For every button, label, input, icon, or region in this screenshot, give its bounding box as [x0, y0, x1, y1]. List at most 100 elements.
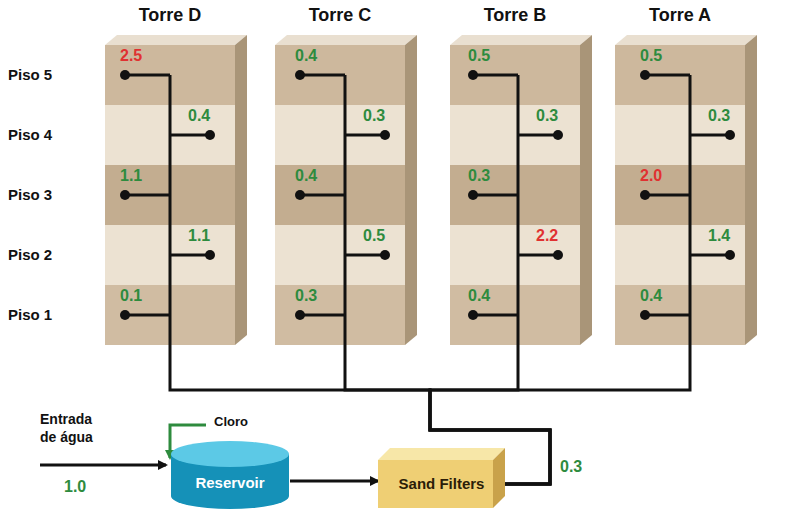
tap-dot [380, 130, 390, 140]
tower-top [615, 35, 757, 45]
chlorine-value: 0.3 [363, 107, 385, 125]
chlorine-value: 0.4 [295, 167, 317, 185]
floor-band [450, 105, 580, 165]
chlorine-value: 0.1 [120, 287, 142, 305]
tap-dot [380, 250, 390, 260]
chlorine-value: 0.5 [468, 47, 490, 65]
tap-pipe [690, 134, 730, 137]
chlorine-value: 1.1 [188, 227, 210, 245]
riser-pipe [517, 75, 520, 345]
chlorine-value: 1.1 [120, 167, 142, 185]
chlorine-value: 0.3 [708, 107, 730, 125]
chlorine-value: 0.5 [363, 227, 385, 245]
tap-dot [640, 310, 650, 320]
floor-band [615, 225, 745, 285]
floor-band [275, 225, 405, 285]
tap-pipe [518, 254, 558, 257]
floor-band [275, 45, 405, 105]
tap-dot [295, 190, 305, 200]
tap-pipe [300, 74, 345, 77]
tap-dot [553, 130, 563, 140]
floor-band [275, 105, 405, 165]
tap-dot [120, 190, 130, 200]
chlorine-value: 1.4 [708, 227, 730, 245]
chlorine-value: 0.4 [640, 287, 662, 305]
chlorine-value: 0.4 [188, 107, 210, 125]
floor-label: Piso 4 [8, 126, 52, 143]
chlorine-value: 0.4 [468, 287, 490, 305]
tap-pipe [300, 194, 345, 197]
tower-title: Torre D [105, 5, 235, 26]
tap-dot [725, 130, 735, 140]
tap-dot [205, 130, 215, 140]
tower-side [580, 35, 592, 345]
chlorine-value: 0.4 [295, 47, 317, 65]
filter-outlet-value: 0.3 [560, 458, 582, 476]
chlorine-value: 0.3 [536, 107, 558, 125]
tap-pipe [518, 134, 558, 137]
tap-pipe [690, 254, 730, 257]
tap-dot [468, 190, 478, 200]
tap-dot [120, 70, 130, 80]
floor-band [275, 285, 405, 345]
floor-band [450, 45, 580, 105]
box-front [378, 460, 493, 508]
chlorine-value: 2.5 [120, 47, 142, 65]
chlorine-value: 2.0 [640, 167, 662, 185]
tap-dot [725, 250, 735, 260]
pipe-connector [290, 480, 378, 483]
tap-dot [205, 250, 215, 260]
tower-title: Torre C [275, 5, 405, 26]
floor-band [450, 165, 580, 225]
riser-pipe [344, 75, 347, 345]
tap-pipe [170, 134, 210, 137]
tap-dot [295, 70, 305, 80]
tap-pipe [645, 194, 690, 197]
chlorine-value: 0.5 [640, 47, 662, 65]
tap-dot [295, 310, 305, 320]
tower-side [745, 35, 757, 345]
inlet-label: Entrada de água [40, 410, 112, 446]
tap-pipe [125, 314, 170, 317]
riser-pipe [169, 75, 172, 345]
sand-filter-box: Sand Filters [378, 448, 505, 508]
tower-block: Torre A [615, 5, 757, 345]
tower-side [235, 35, 247, 345]
riser-pipe [689, 75, 692, 345]
reservoir-label: Reservoir [195, 474, 264, 491]
tap-dot [468, 310, 478, 320]
chlorine-value: 2.2 [536, 227, 558, 245]
tap-dot [468, 70, 478, 80]
floor-band [615, 285, 745, 345]
tap-pipe [125, 74, 170, 77]
floor-band [450, 285, 580, 345]
tap-pipe [473, 74, 518, 77]
tower-title: Torre B [450, 5, 580, 26]
tap-pipe [345, 134, 385, 137]
floor-label: Piso 1 [8, 306, 52, 323]
tap-pipe [300, 314, 345, 317]
tap-pipe [645, 314, 690, 317]
chlorine-label: Cloro [214, 414, 248, 429]
chlorine-value: 0.3 [295, 287, 317, 305]
tap-pipe [170, 254, 210, 257]
floor-label: Piso 3 [8, 186, 52, 203]
tap-pipe [473, 314, 518, 317]
tower-title: Torre A [615, 5, 745, 26]
tap-dot [120, 310, 130, 320]
tower-top [275, 35, 417, 45]
floor-band [615, 105, 745, 165]
floor-band [275, 165, 405, 225]
chlorine-value: 0.3 [468, 167, 490, 185]
tap-dot [553, 250, 563, 260]
box-top [378, 448, 505, 460]
tap-dot [640, 70, 650, 80]
floor-label: Piso 5 [8, 66, 52, 83]
reservoir-tank: Reservoir [170, 440, 290, 510]
floor-band [615, 165, 745, 225]
floor-band [450, 225, 580, 285]
tap-pipe [345, 254, 385, 257]
floor-band [615, 45, 745, 105]
inlet-arrow [40, 464, 166, 467]
